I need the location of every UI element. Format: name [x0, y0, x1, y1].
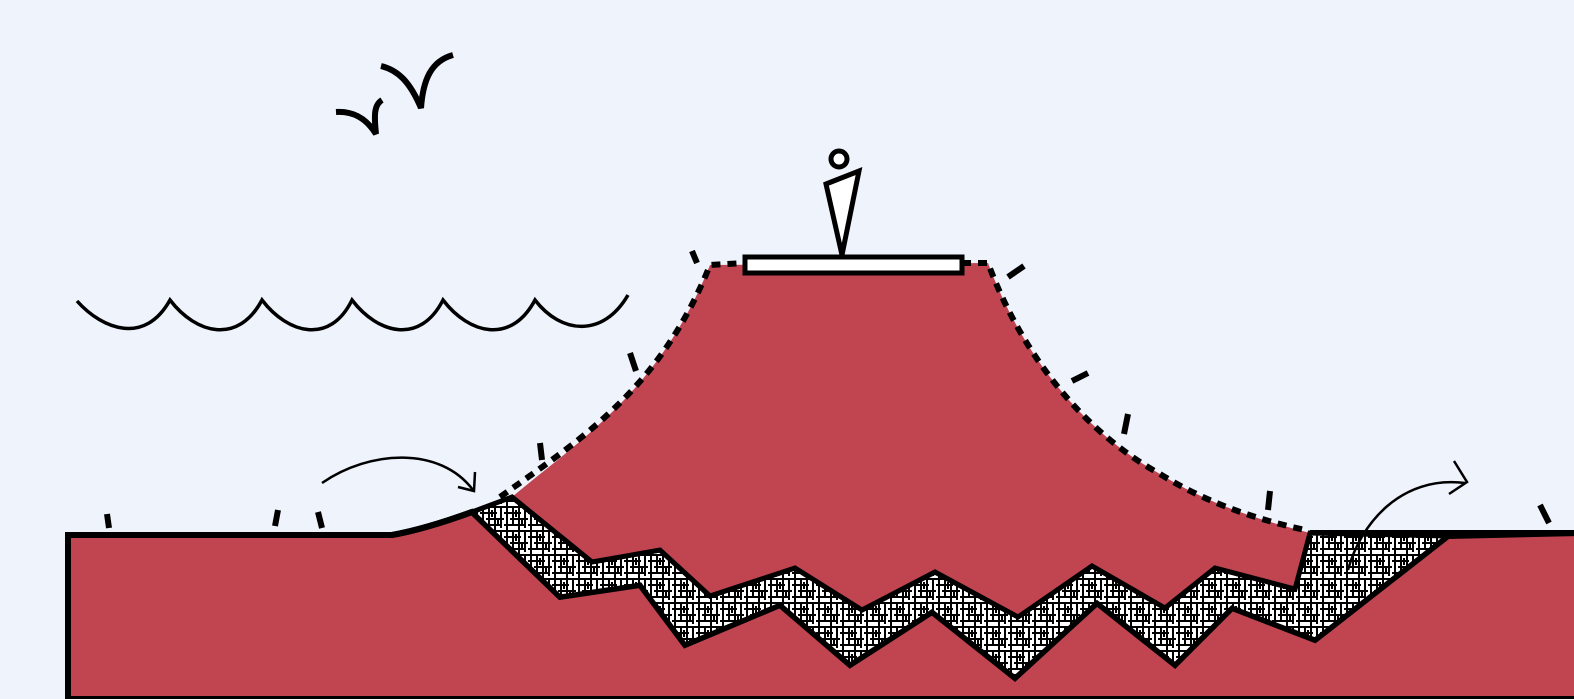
summit-platform	[745, 257, 962, 273]
